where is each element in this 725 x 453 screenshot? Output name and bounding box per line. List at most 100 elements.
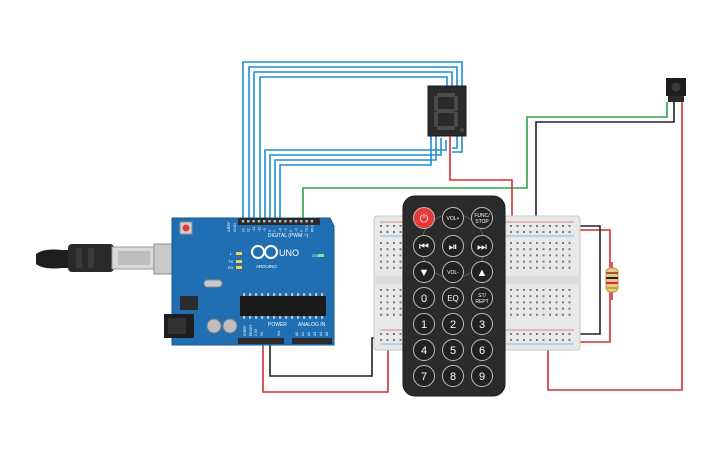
remote-button-cap[interactable] [471,235,493,257]
digital-pin-11[interactable] [300,220,303,223]
remote-button-cap[interactable] [471,339,493,361]
remote-button-next[interactable]: ⏭ [471,235,493,257]
remote-button-1[interactable]: 1 [413,313,435,335]
remote-button-9[interactable]: 9 [471,365,493,387]
remote-button-cap[interactable] [413,287,435,309]
breadboard-hole [399,295,402,298]
remote-button-down[interactable]: ▼ [413,261,435,283]
wire-blue-2[interactable] [248,66,458,222]
remote-button-cap[interactable] [413,235,435,257]
digital-pin-1[interactable] [247,220,250,223]
board-model: UNO [279,248,299,258]
digital-pin-4[interactable] [263,220,266,223]
remote-button-power[interactable]: ⏻ [413,207,435,229]
breadboard-hole [523,301,525,304]
remote-button-cap[interactable] [413,365,435,387]
breadboard-hole [510,313,512,316]
ir-receiver[interactable] [666,78,686,102]
remote-button-func-stop[interactable]: FUNC/STOP [471,207,493,229]
reset-button-cap[interactable] [182,224,190,232]
wire-blue-5[interactable] [264,140,447,222]
remote-button-vol-up[interactable]: VOL+ [442,207,464,229]
chip-leg [249,293,252,296]
remote-button-cap[interactable] [471,207,493,229]
remote-button-6[interactable]: 6 [471,339,493,361]
wire-red-display-common[interactable] [449,135,513,230]
remote-button-cap[interactable] [442,339,464,361]
remote-button-label: 8 [450,371,456,383]
digital-pin-10[interactable] [294,220,298,223]
chip-leg [243,316,246,319]
breadboard-hole [549,339,551,341]
resistor[interactable] [605,267,619,293]
wire-blue-6[interactable] [269,138,442,222]
digital-pin-0[interactable] [241,220,245,223]
digital-pin-2[interactable] [252,220,255,223]
remote-button-4[interactable]: 4 [413,339,435,361]
remote-button-play-pause[interactable]: ⏯ [442,235,464,257]
remote-button-cap[interactable] [442,261,464,283]
remote-button-cap[interactable] [471,313,493,335]
remote-button-cap[interactable] [442,287,464,309]
remote-button-up[interactable]: ▲ [471,261,493,283]
remote-button-cap[interactable] [442,313,464,335]
wire-black-ir-gnd[interactable] [535,102,675,222]
remote-button-vol-down[interactable]: VOL- [442,261,464,283]
remote-button-st-rept[interactable]: ST/REPT [471,287,493,309]
remote-button-prev[interactable]: ⏮ [413,235,435,257]
digital-pin-12[interactable] [305,220,308,223]
remote-button-cap[interactable] [471,365,493,387]
remote-button-label: EQ [447,294,459,303]
remote-button-eq[interactable]: EQ [442,287,464,309]
digital-header-label: DIGITAL (PWM ~) [268,233,308,239]
breadboard-hole [516,248,519,251]
digital-pin-13[interactable] [310,220,314,223]
wire-red-ir-vcc[interactable] [547,102,683,391]
remote-button-cap[interactable] [442,365,464,387]
remote-button-cap[interactable] [442,235,464,257]
segment-a [437,93,455,97]
digital-pin-3[interactable] [257,220,261,223]
remote-button-label: 3 [479,319,485,331]
remote-button-cap[interactable] [413,339,435,361]
wire-blue-1[interactable] [242,61,463,222]
wire-green-signal[interactable] [302,102,668,222]
remote-button-label: ST/ [478,293,486,299]
remote-button-cap[interactable] [413,207,435,229]
remote-button-3[interactable]: 3 [471,313,493,335]
remote-button-cap[interactable] [471,261,493,283]
chip-leg [255,293,258,296]
breadboard-hole [568,313,571,316]
digital-pin-9[interactable] [289,220,292,223]
wire-blue-7[interactable] [274,136,437,222]
chip-leg [273,316,276,319]
remote-button-7[interactable]: 7 [413,365,435,387]
remote-button-8[interactable]: 8 [442,365,464,387]
remote-button-cap[interactable] [413,313,435,335]
analog-pin-label: A5 [325,332,329,336]
digital-pin-5[interactable] [268,220,271,223]
wire-black-rail[interactable] [575,225,601,335]
remote-button-0[interactable]: 0 [413,287,435,309]
voltage-regulator [180,296,198,310]
remote-button-2[interactable]: 2 [442,313,464,335]
remote-button-cap[interactable] [442,207,464,229]
breadboard-hole [393,248,395,251]
breadboard-hole [510,301,512,304]
breadboard-hole [542,313,545,316]
digital-pin-7[interactable] [278,220,282,223]
remote-button-5[interactable]: 5 [442,339,464,361]
digital-pin-8[interactable] [284,220,287,223]
breadboard-hole [536,289,538,291]
breadboard-hole [555,301,558,304]
chip-leg [261,316,264,319]
digital-pin-6[interactable] [273,220,276,223]
remote-button-cap[interactable] [471,287,493,309]
wire-blue-8[interactable] [279,134,432,222]
remote-button-cap[interactable] [413,261,435,283]
seven-segment-display[interactable] [427,85,467,137]
wire-red-5v[interactable] [262,340,389,393]
